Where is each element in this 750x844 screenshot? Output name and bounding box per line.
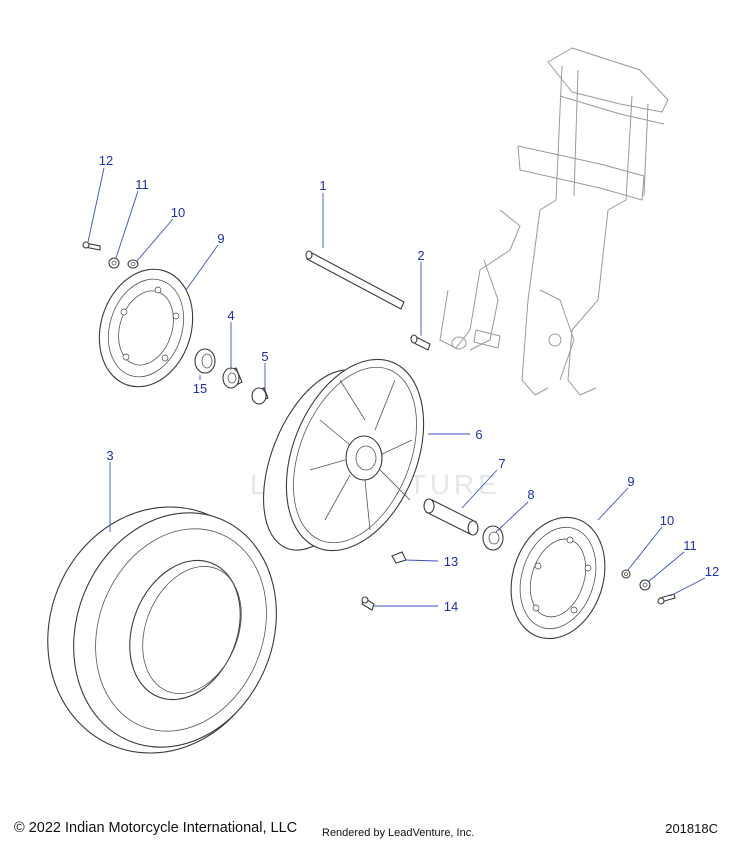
brake-rotor-left-part-9 bbox=[98, 268, 194, 388]
washer-left-part-10 bbox=[127, 259, 139, 269]
rendered-by-text: Rendered by LeadVenture, Inc. bbox=[322, 827, 475, 839]
callout-1: 1 bbox=[319, 178, 326, 193]
brake-rotor-right-part-9 bbox=[510, 516, 606, 640]
callout-15: 15 bbox=[193, 381, 207, 396]
nut-part-13 bbox=[391, 551, 407, 564]
callout-labels: 1 2 3 4 5 6 7 8 9 9 10 10 11 11 12 12 13… bbox=[99, 153, 719, 614]
callout-8: 8 bbox=[527, 487, 534, 502]
callout-4: 4 bbox=[227, 308, 234, 323]
bolt-left-part-12 bbox=[82, 241, 101, 251]
diagram-code: 201818C bbox=[665, 821, 718, 836]
callout-5: 5 bbox=[261, 349, 268, 364]
callout-14: 14 bbox=[444, 599, 458, 614]
callout-13: 13 bbox=[444, 554, 458, 569]
copyright-text: © 2022 Indian Motorcycle International, … bbox=[14, 820, 298, 836]
callout-7: 7 bbox=[498, 456, 505, 471]
callout-12-left: 12 bbox=[99, 153, 113, 168]
callout-6: 6 bbox=[475, 427, 482, 442]
axle-part-1 bbox=[305, 250, 405, 310]
wheel-rim-part-6 bbox=[263, 358, 425, 552]
seal-part-15 bbox=[194, 348, 216, 374]
bearing-right-part-8 bbox=[482, 525, 504, 551]
valve-stem-part-14 bbox=[361, 596, 375, 611]
spacer-left-part-11 bbox=[108, 257, 120, 269]
front-fork-assembly bbox=[439, 47, 669, 396]
callout-9-right: 9 bbox=[627, 474, 634, 489]
spacer-part-5 bbox=[251, 387, 269, 405]
spacer-tube-part-7 bbox=[423, 498, 479, 536]
spacer-right-part-11 bbox=[639, 579, 651, 591]
washer-right-part-10 bbox=[621, 569, 631, 579]
callout-11-right: 11 bbox=[683, 538, 697, 553]
tire-part-3 bbox=[47, 506, 277, 754]
callout-11-left: 11 bbox=[135, 177, 149, 192]
leader-lines bbox=[87, 167, 706, 607]
callout-12-right: 12 bbox=[705, 564, 719, 579]
bearing-part-4 bbox=[222, 367, 243, 389]
callout-9-left: 9 bbox=[217, 231, 224, 246]
callout-10-left: 10 bbox=[171, 205, 185, 220]
callout-10-right: 10 bbox=[660, 513, 674, 528]
callout-3: 3 bbox=[106, 448, 113, 463]
pinch-bolt-part-2 bbox=[410, 334, 431, 351]
bolt-right-part-12 bbox=[657, 593, 676, 605]
callout-2: 2 bbox=[417, 248, 424, 263]
